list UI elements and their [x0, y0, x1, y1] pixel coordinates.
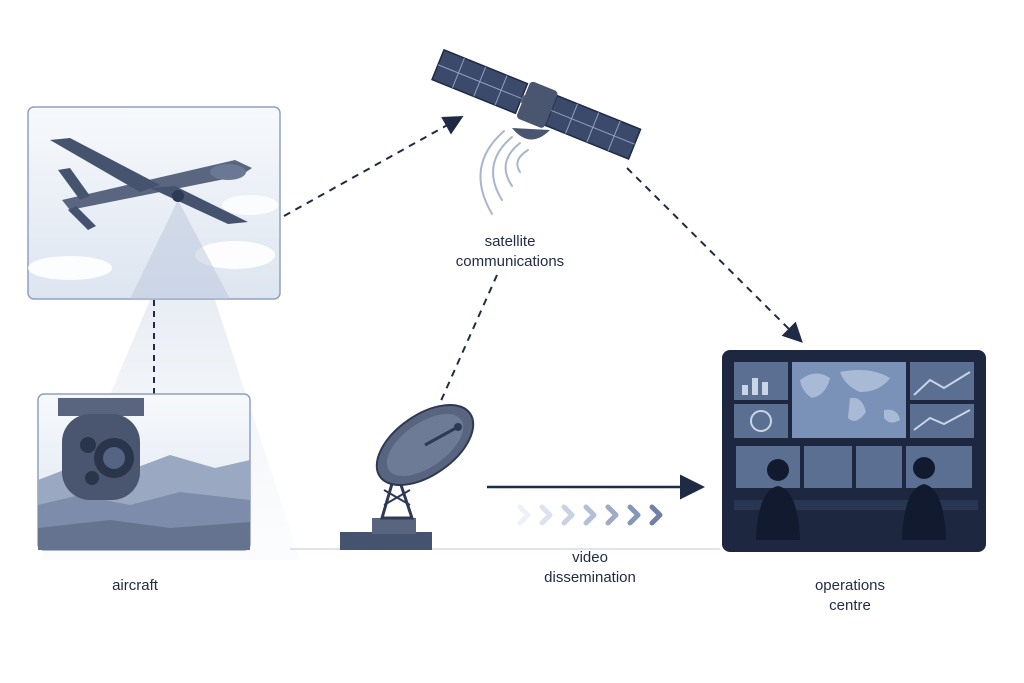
aircraft-label-text: aircraft	[112, 577, 158, 594]
operations-centre-label: operations centre	[775, 576, 925, 616]
satellite-to-ground-link	[435, 274, 498, 413]
ground-station-icon	[340, 404, 475, 550]
satellite-communications-label: satellite communications	[420, 232, 600, 272]
data-flow-chevrons	[517, 504, 663, 526]
operations-centre-panel	[722, 350, 986, 552]
aircraft-panel	[27, 106, 281, 300]
satellite-to-ops-link	[626, 167, 803, 343]
video-label-line1: video	[572, 549, 608, 566]
signal-waves	[479, 130, 529, 215]
aircraft-label: aircraft	[80, 576, 190, 596]
satellite-icon	[431, 48, 642, 160]
video-label-line2: dissemination	[544, 569, 636, 586]
aircraft-to-satellite-link	[283, 116, 464, 217]
satcom-label-line2: communications	[455, 253, 565, 270]
operator-figure	[756, 459, 800, 540]
ops-label-line2: centre	[829, 597, 871, 614]
ops-label-line1: operations	[814, 577, 886, 594]
camera-panel	[37, 393, 251, 551]
operator-figure	[902, 457, 946, 540]
gimbal-camera-icon	[58, 398, 144, 500]
satcom-label-line1: satellite	[484, 233, 536, 250]
video-dissemination-label: video dissemination	[515, 548, 665, 588]
drone-icon	[50, 138, 252, 230]
